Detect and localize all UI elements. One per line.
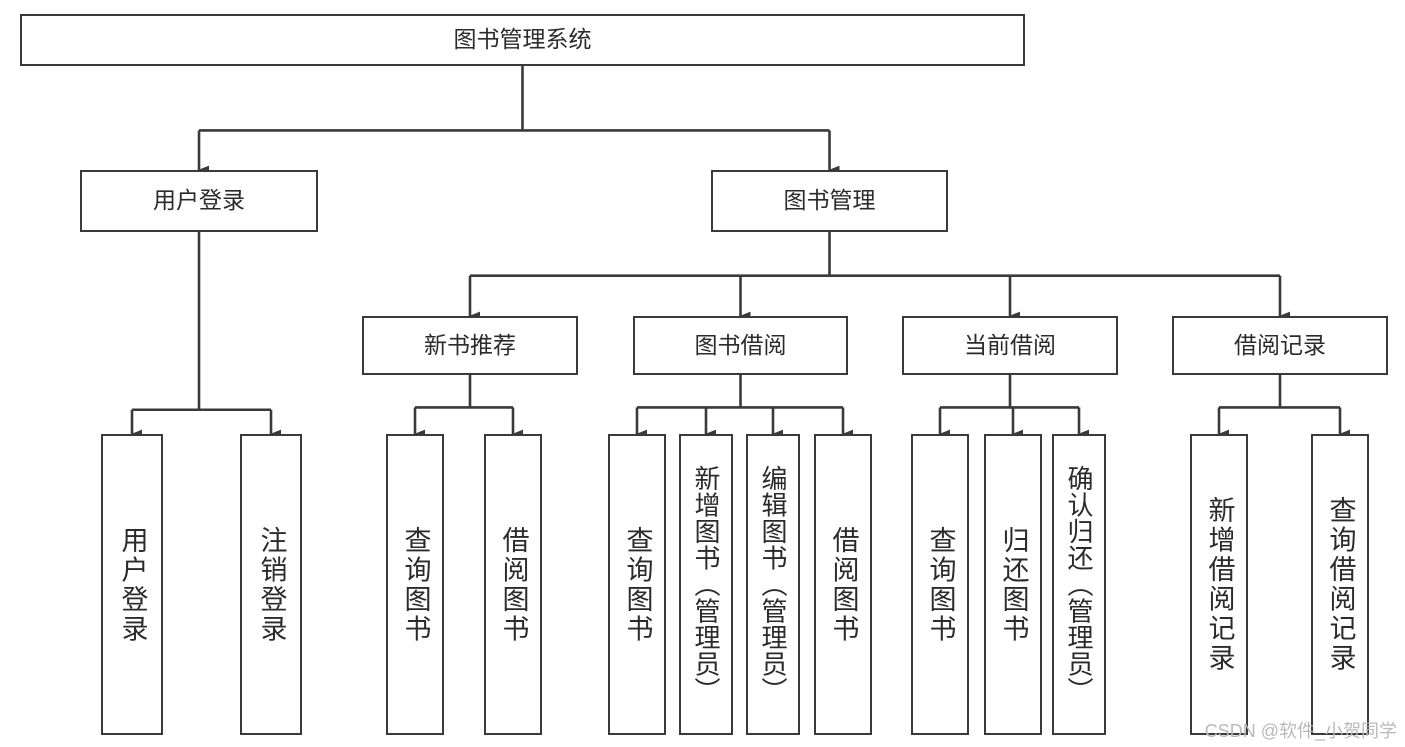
node-borrow-record[interactable]: 借阅记录	[1172, 316, 1388, 375]
node-label-root: 图书管理系统	[453, 26, 592, 53]
node-label-book-manage: 图书管理	[783, 187, 876, 214]
node-leaf-borrow-book-1[interactable]: 借阅图书	[484, 434, 542, 735]
node-root[interactable]: 图书管理系统	[20, 14, 1025, 66]
node-label-leaf-borrow-book-1: 借阅图书	[498, 525, 529, 644]
node-label-leaf-logout: 注销登录	[256, 525, 287, 644]
node-new-book-rec[interactable]: 新书推荐	[362, 316, 578, 375]
node-label-current-borrow: 当前借阅	[964, 331, 1056, 358]
node-leaf-confirm-return[interactable]: 确认归还（管理员）	[1052, 434, 1106, 735]
node-label-leaf-add-record: 新增借阅记录	[1204, 496, 1235, 673]
node-leaf-add-record[interactable]: 新增借阅记录	[1190, 434, 1248, 735]
node-leaf-add-book[interactable]: 新增图书（管理员）	[679, 434, 733, 735]
node-book-borrow[interactable]: 图书借阅	[633, 316, 848, 375]
node-label-leaf-query-record: 查询借阅记录	[1325, 496, 1356, 673]
node-label-book-borrow: 图书借阅	[694, 331, 787, 358]
node-label-leaf-return-book: 归还图书	[998, 525, 1029, 644]
node-label-leaf-query-book-3: 查询图书	[925, 525, 956, 644]
node-leaf-return-book[interactable]: 归还图书	[984, 434, 1042, 735]
node-leaf-query-book-2[interactable]: 查询图书	[608, 434, 666, 735]
node-leaf-logout[interactable]: 注销登录	[240, 434, 302, 735]
node-label-leaf-edit-book: 编辑图书（管理员）	[758, 465, 788, 704]
node-label-leaf-query-book-2: 查询图书	[622, 525, 653, 644]
node-label-leaf-query-book-1: 查询图书	[400, 525, 431, 644]
node-label-borrow-record: 借阅记录	[1234, 331, 1326, 358]
node-leaf-borrow-book-2[interactable]: 借阅图书	[814, 434, 872, 735]
node-label-leaf-borrow-book-2: 借阅图书	[828, 525, 859, 644]
node-label-leaf-confirm-return: 确认归还（管理员）	[1064, 465, 1094, 704]
node-leaf-query-book-3[interactable]: 查询图书	[911, 434, 969, 735]
node-label-leaf-add-book: 新增图书（管理员）	[691, 465, 721, 704]
node-leaf-edit-book[interactable]: 编辑图书（管理员）	[746, 434, 800, 735]
node-label-user-login: 用户登录	[153, 187, 245, 214]
node-leaf-user-login[interactable]: 用户登录	[101, 434, 163, 735]
node-leaf-query-book-1[interactable]: 查询图书	[386, 434, 444, 735]
node-book-manage[interactable]: 图书管理	[711, 170, 948, 232]
node-current-borrow[interactable]: 当前借阅	[902, 316, 1118, 375]
node-label-new-book-rec: 新书推荐	[424, 331, 516, 358]
node-leaf-query-record[interactable]: 查询借阅记录	[1311, 434, 1369, 735]
watermark-label: CSDN @软件_小贺同学	[1204, 721, 1397, 741]
node-label-leaf-user-login: 用户登录	[117, 525, 148, 644]
node-user-login[interactable]: 用户登录	[80, 170, 318, 232]
